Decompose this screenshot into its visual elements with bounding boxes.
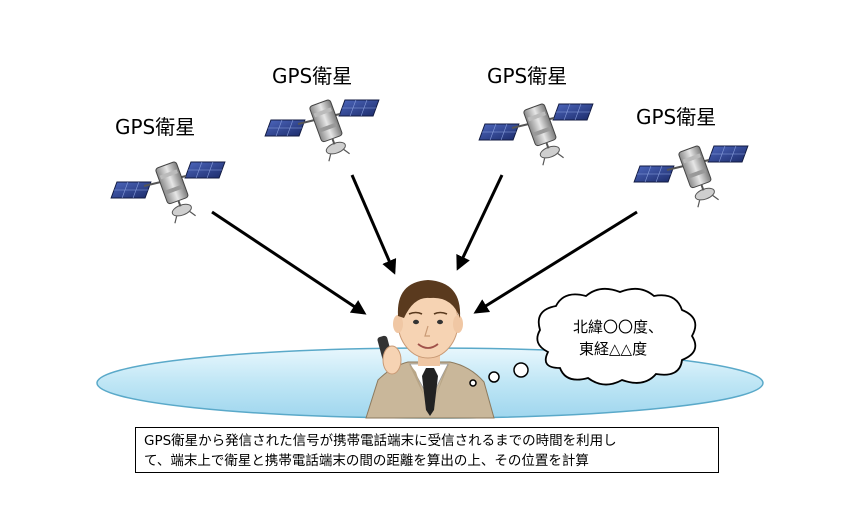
satellite-icon (110, 160, 226, 225)
caption-box: GPS衛星から発信された信号が携帯電話端末に受信されるまでの時間を利用し て、端… (135, 427, 719, 473)
person-with-phone-icon (365, 280, 495, 419)
satellite-label: GPS衛星 (636, 105, 717, 129)
caption-line-1: GPS衛星から発信された信号が携帯電話端末に受信されるまでの時間を利用し (144, 433, 617, 449)
arrow-icon (350, 174, 397, 275)
satellite-label: GPS衛星 (115, 115, 196, 139)
arrow-icon (211, 210, 367, 315)
satellite-icon (633, 144, 749, 209)
latitude-text: 北緯〇〇度、 (573, 318, 664, 336)
thought-bubble-text: 北緯〇〇度、 東経△△度 (573, 316, 663, 360)
thought-bubble-icon (469, 287, 697, 387)
longitude-text: 東経△△度 (579, 340, 648, 358)
satellite-icon (264, 98, 380, 163)
satellite-label: GPS衛星 (272, 64, 353, 88)
satellite-icon (478, 102, 594, 167)
caption-line-2: て、端末上で衛星と携帯電話端末の間の距離を算出の上、その位置を計算 (144, 453, 589, 469)
arrow-icon (473, 210, 638, 314)
satellite-label: GPS衛星 (487, 64, 568, 88)
arrow-icon (456, 174, 504, 271)
